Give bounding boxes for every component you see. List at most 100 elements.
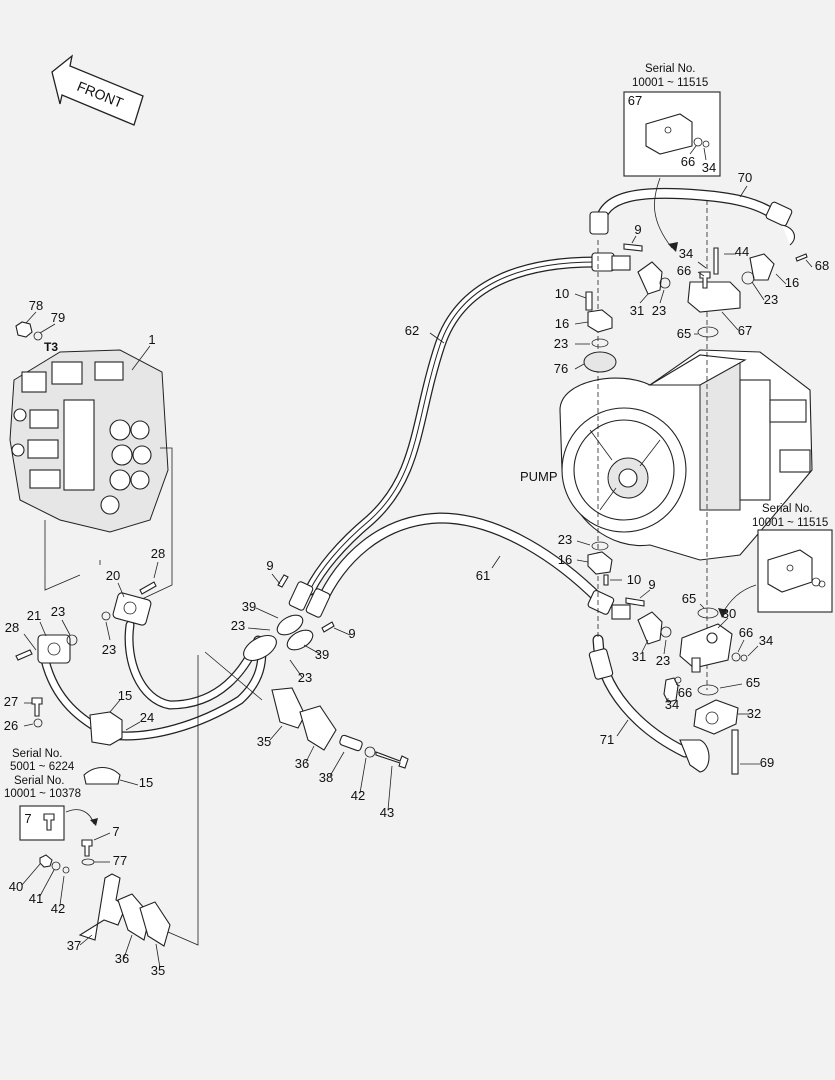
serial-right-title: Serial No.: [762, 503, 813, 515]
part-callout-39: 39: [242, 599, 256, 614]
part-callout-37: 37: [67, 938, 81, 953]
part-callout-71: 71: [600, 732, 614, 747]
hose-61: [314, 512, 631, 620]
part-callout-66: 66: [681, 154, 695, 169]
part-callout-1: 1: [148, 332, 155, 347]
steel-pipes-24: [40, 620, 267, 786]
hose-62: [304, 252, 631, 596]
part-callout-62: 62: [405, 323, 419, 338]
lower-pump-fittings: [576, 540, 760, 775]
flange-20: [101, 561, 159, 641]
part-callout-23: 23: [51, 604, 65, 619]
part-callout-15: 15: [118, 688, 132, 703]
main-control-valve: [9, 349, 173, 601]
part-callout-78: 78: [29, 298, 43, 313]
part-callout-16: 16: [555, 316, 569, 331]
serial-right-range: 10001 ~ 11515: [752, 517, 828, 529]
part-callout-23: 23: [298, 670, 312, 685]
part-callout-67: 67: [628, 93, 642, 108]
part-callout-9: 9: [634, 222, 641, 237]
serial-detail-box-top: Serial No. 10001 ~ 11515: [623, 63, 721, 252]
part-callout-43: 43: [380, 805, 394, 820]
pump-label: PUMP: [520, 469, 558, 484]
hose-70: [589, 185, 795, 246]
serial-left-a-range: 5001 ~ 6224: [10, 761, 75, 773]
part-callout-23: 23: [764, 292, 778, 307]
serial-left-b-range: 10001 ~ 10378: [4, 788, 81, 800]
part-callout-23: 23: [102, 642, 116, 657]
part-callout-23: 23: [558, 532, 572, 547]
serial-left-b-title: Serial No.: [14, 775, 65, 787]
part-callout-42: 42: [351, 788, 365, 803]
hose-71: [588, 634, 710, 773]
part-callout-9: 9: [266, 558, 273, 573]
part-callout-31: 31: [632, 649, 646, 664]
bolt-7-detail-box: [19, 805, 98, 841]
part-callout-26: 26: [4, 718, 18, 733]
part-callout-61: 61: [476, 568, 490, 583]
part-callout-40: 40: [9, 879, 23, 894]
part-callout-7: 7: [24, 811, 31, 826]
plug-78-79: T3: [15, 311, 151, 371]
front-direction-arrow: FRONT: [51, 54, 144, 126]
part-callout-79: 79: [51, 310, 65, 325]
part-callout-9: 9: [648, 577, 655, 592]
part-callout-9: 9: [348, 626, 355, 641]
part-callout-34: 34: [679, 246, 693, 261]
part-callout-15: 15: [139, 775, 153, 790]
part-callout-23: 23: [231, 618, 245, 633]
serial-top-title: Serial No.: [645, 63, 696, 75]
part-callout-23: 23: [656, 653, 670, 668]
part-callout-68: 68: [815, 258, 829, 273]
part-callout-44: 44: [735, 244, 749, 259]
part-callout-16: 16: [558, 552, 572, 567]
part-callout-23: 23: [652, 303, 666, 318]
part-callout-35: 35: [257, 734, 271, 749]
part-callout-65: 65: [682, 591, 696, 606]
serial-top-range: 10001 ~ 11515: [632, 77, 708, 89]
central-flange-assembly: [167, 573, 351, 946]
part-callout-34: 34: [759, 633, 773, 648]
part-callout-23: 23: [554, 336, 568, 351]
part-callout-65: 65: [677, 326, 691, 341]
part-callout-41: 41: [29, 891, 43, 906]
t3-port-label: T3: [44, 340, 58, 354]
part-callout-20: 20: [106, 568, 120, 583]
part-callout-39: 39: [315, 647, 329, 662]
upper-pump-fittings: [574, 235, 813, 373]
part-callout-27: 27: [4, 694, 18, 709]
part-callout-7: 7: [112, 824, 119, 839]
part-callout-42: 42: [51, 901, 65, 916]
part-callout-76: 76: [554, 361, 568, 376]
part-callout-34: 34: [665, 697, 679, 712]
part-callout-34: 34: [702, 160, 716, 175]
part-callout-21: 21: [27, 608, 41, 623]
flange-21: [15, 619, 78, 664]
part-callout-32: 32: [747, 706, 761, 721]
part-callout-38: 38: [319, 770, 333, 785]
serial-left-a-title: Serial No.: [12, 748, 63, 760]
part-callout-67: 67: [738, 323, 752, 338]
part-callout-77: 77: [113, 853, 127, 868]
bracket-assembly-lower: [21, 832, 171, 969]
part-callout-66: 66: [677, 263, 691, 278]
part-callout-35: 35: [151, 963, 165, 978]
bolt-27-washer-26: [23, 697, 43, 728]
part-callout-28: 28: [5, 620, 19, 635]
part-callout-16: 16: [785, 275, 799, 290]
part-callout-36: 36: [115, 951, 129, 966]
serial-detail-box-right: Serial No. 10001 ~ 11515: [718, 503, 833, 618]
part-callout-69: 69: [760, 755, 774, 770]
part-callout-28: 28: [151, 546, 165, 561]
part-callout-10: 10: [555, 286, 569, 301]
serial-note-left: Serial No. 5001 ~ 6224 Serial No. 10001 …: [4, 748, 81, 800]
part-callout-31: 31: [630, 303, 644, 318]
part-callout-30: 30: [722, 606, 736, 621]
part-callout-24: 24: [140, 710, 154, 725]
part-callout-65: 65: [746, 675, 760, 690]
part-callout-66: 66: [739, 625, 753, 640]
part-callout-66: 66: [678, 685, 692, 700]
part-callout-10: 10: [627, 572, 641, 587]
